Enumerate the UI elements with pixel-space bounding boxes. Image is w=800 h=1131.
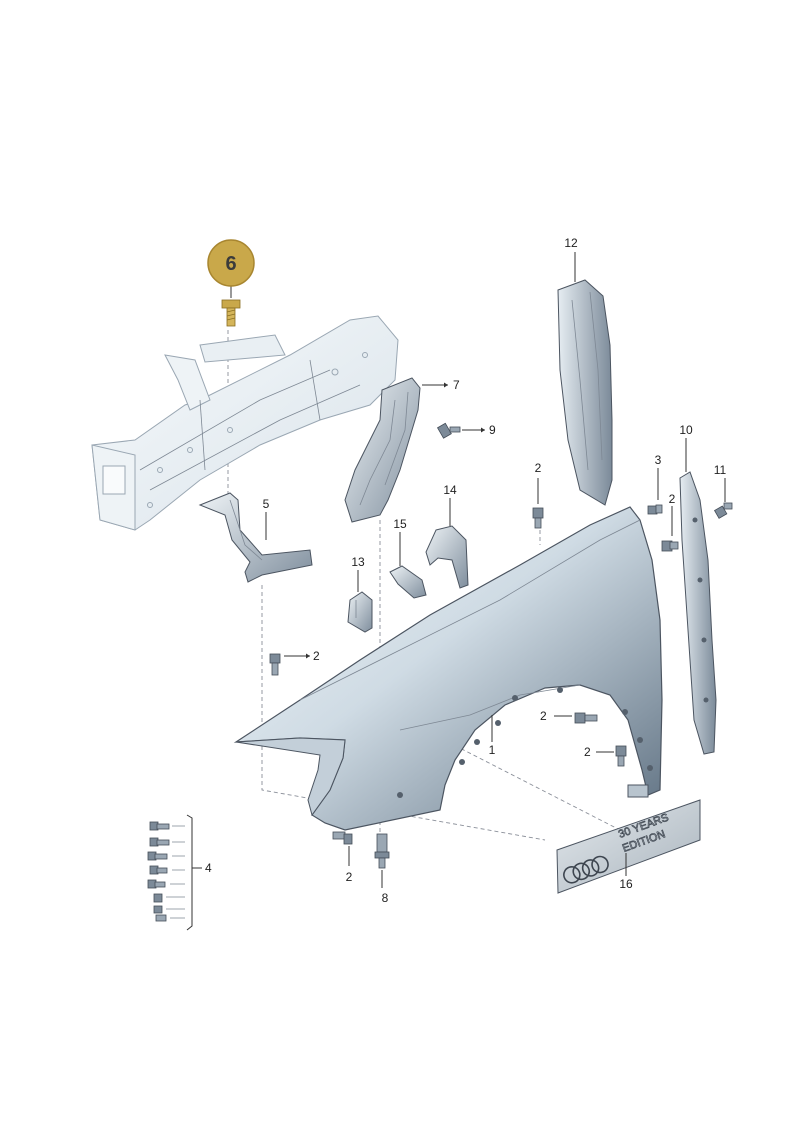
callout-12: 12 (564, 236, 578, 250)
callout-5: 5 (263, 497, 270, 511)
bolt-part-2-upper-center (532, 507, 544, 529)
callout-3: 3 (655, 453, 662, 467)
callout-10: 10 (679, 423, 693, 437)
bracket-part-7 (344, 377, 421, 523)
callout-8: 8 (382, 891, 389, 905)
callout-14: 14 (443, 483, 457, 497)
trim-strip-part-10 (679, 471, 717, 755)
callout-2-right-middle: 2 (540, 709, 547, 723)
clip-part-13 (347, 591, 373, 633)
callout-11: 11 (714, 463, 727, 477)
callout-6-label: 6 (225, 253, 236, 275)
stud-part-8 (374, 833, 390, 869)
bolt-part-2-bottom (332, 831, 353, 845)
callout-2-right-lower: 2 (584, 745, 591, 759)
bolt-part-6 (221, 299, 241, 327)
bracket-part-5 (198, 492, 313, 583)
callout-2-upper-right: 2 (669, 492, 676, 506)
sealing-strip-part-12 (557, 279, 613, 506)
bolt-part-9 (436, 422, 461, 439)
callout-2-bottom: 2 (346, 870, 353, 884)
front-fender-part-1 (233, 506, 663, 831)
callout-2-upper-center: 2 (535, 461, 542, 475)
callout-16: 16 (619, 877, 633, 891)
screw-part-3 (647, 504, 663, 515)
screw-part-11 (713, 502, 733, 519)
callout-7: 7 (453, 378, 460, 392)
fastener-set-part-4 (147, 814, 202, 931)
clip-part-15 (389, 565, 427, 599)
callout-6-highlight[interactable]: 6 (207, 239, 255, 298)
bracket-part-14 (425, 525, 469, 589)
bolt-part-2-right-middle (574, 712, 598, 724)
callout-9: 9 (489, 423, 496, 437)
callout-4: 4 (205, 861, 212, 875)
bolt-part-2-left (269, 653, 281, 676)
body-frame-rail (91, 315, 399, 531)
four-rings-logo (563, 855, 609, 884)
callout-1: 1 (489, 743, 496, 757)
bolt-part-2-right-lower (615, 745, 627, 767)
callout-15: 15 (393, 517, 407, 531)
leader-arrowheads (306, 382, 485, 659)
callout-13: 13 (351, 555, 365, 569)
callout-2-left: 2 (313, 649, 320, 663)
bolt-part-2-upper-right (661, 540, 679, 552)
